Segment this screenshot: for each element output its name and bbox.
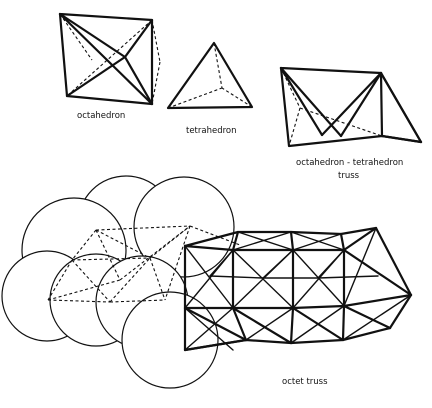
tetrahedron-label: tetrahedron	[186, 126, 237, 136]
sphere	[121, 291, 219, 389]
truss-label-line1: octahedron - tetrahedron	[296, 158, 403, 168]
octahedron-drawing	[58, 12, 161, 106]
octet-truss-drawing	[1, 175, 413, 389]
octet-truss-label: octet truss	[282, 377, 328, 387]
tetrahedron-drawing	[166, 41, 254, 110]
octahedron-label: octahedron	[77, 111, 125, 121]
octahedron-tetrahedron-truss-drawing	[279, 66, 423, 148]
truss-label-line2: truss	[338, 171, 360, 181]
